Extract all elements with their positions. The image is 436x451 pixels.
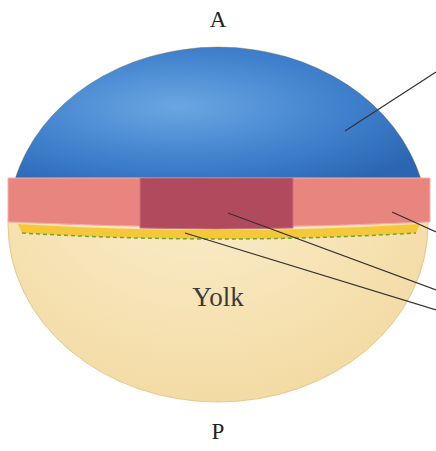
dorsal-region — [140, 178, 293, 229]
leader-line — [392, 212, 436, 232]
pole-label: P — [212, 419, 225, 444]
region-label-box: Yolk — [192, 283, 243, 313]
region-name: Yolk — [192, 283, 243, 313]
pole-label: A — [210, 7, 227, 32]
animal-cap — [15, 47, 422, 180]
leader-line — [345, 72, 436, 131]
dashed-boundary — [22, 233, 416, 239]
